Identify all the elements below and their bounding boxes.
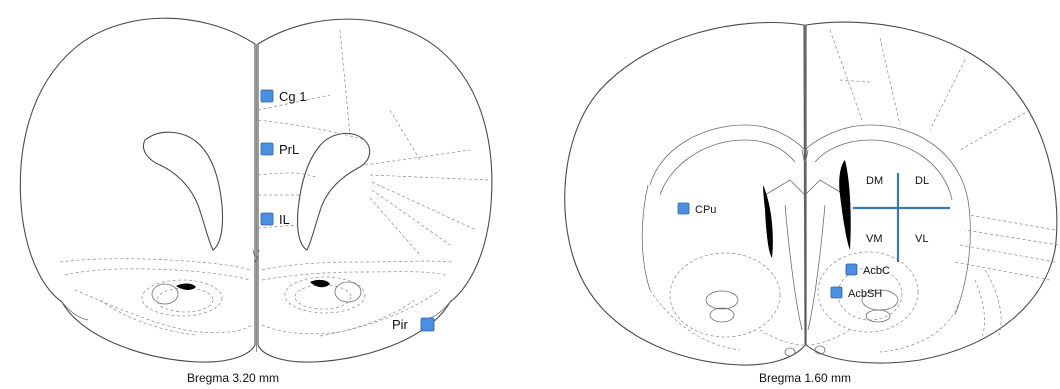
label-pir: Pir xyxy=(392,317,409,332)
marker-acbsh xyxy=(831,287,842,298)
marker-acbc xyxy=(846,264,857,275)
marker-prl xyxy=(261,143,273,155)
section-bregma-1-60: DM DL VM VL CPu AcbC AcbSH Bregma 1.60 m… xyxy=(565,22,1058,385)
marker-pir xyxy=(421,318,434,331)
label-prl: PrL xyxy=(279,142,299,157)
left-hemisphere-outline-2 xyxy=(565,23,805,366)
quadrant-vl: VL xyxy=(915,233,928,245)
caption-right: Bregma 1.60 mm xyxy=(759,371,851,385)
quadrant-dl: DL xyxy=(915,175,929,187)
label-acbc: AcbC xyxy=(863,265,890,277)
quadrant-vm: VM xyxy=(866,233,883,245)
marker-il xyxy=(261,213,273,225)
right-hemisphere-outline xyxy=(258,19,492,362)
quadrant-dm: DM xyxy=(866,175,883,187)
marker-cpu xyxy=(678,203,689,214)
label-cpu: CPu xyxy=(695,204,716,216)
label-il: IL xyxy=(279,212,290,227)
caption-left: Bregma 3.20 mm xyxy=(187,371,279,385)
label-cg1: Cg 1 xyxy=(279,89,306,104)
marker-cg1 xyxy=(261,90,273,102)
section-bregma-3-20: Cg 1 PrL IL Pir Bregma 3.20 mm xyxy=(20,18,491,385)
label-acbsh: AcbSH xyxy=(848,288,882,300)
